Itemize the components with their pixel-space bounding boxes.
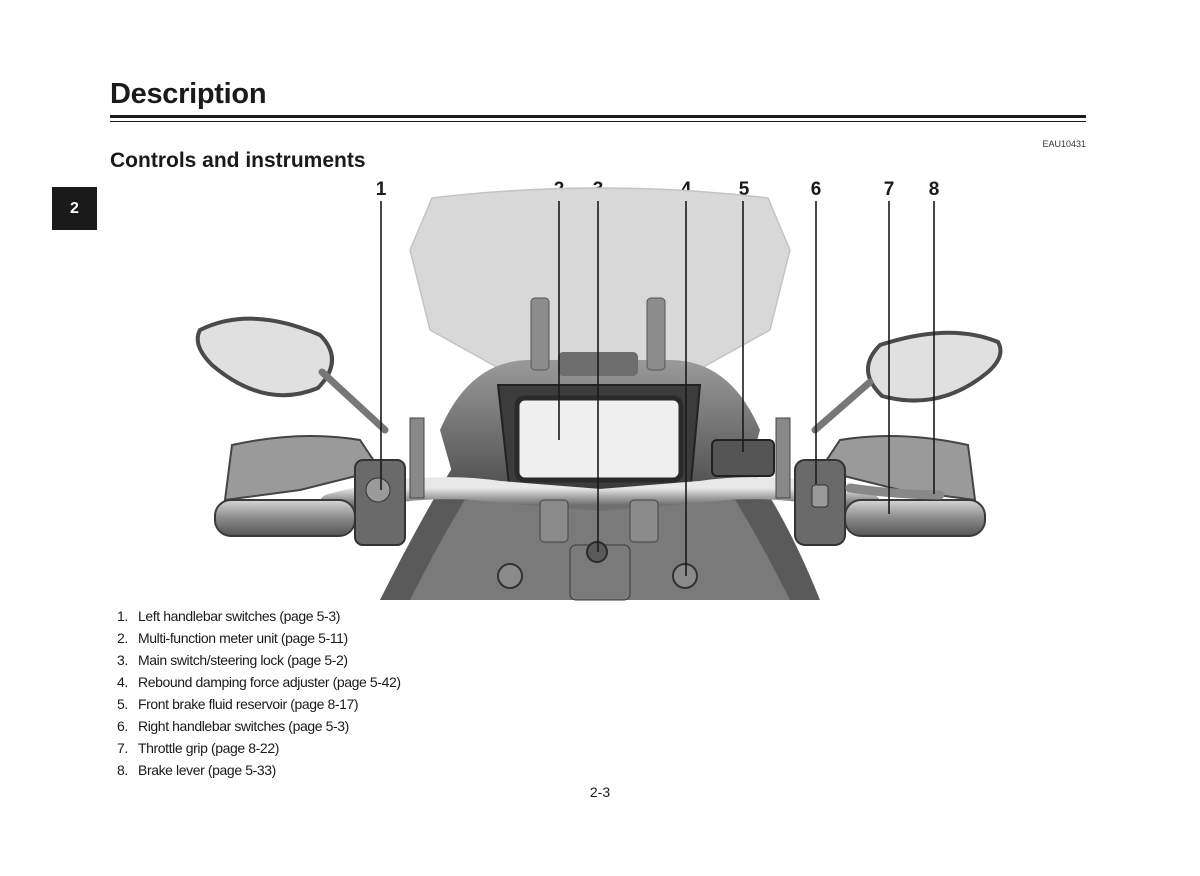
document-code: EAU10431 xyxy=(1042,139,1086,149)
legend-item-text: Main switch/steering lock (page 5-2) xyxy=(138,652,348,668)
title-rule xyxy=(110,115,1086,118)
legend-item-number: 3. xyxy=(117,652,128,668)
callout-1: 1 xyxy=(375,179,387,200)
legend-item-text: Rebound damping force adjuster (page 5-4… xyxy=(138,674,401,690)
legend-item: 5. Front brake fluid reservoir (page 8-17… xyxy=(117,693,401,715)
legend-item-text: Multi-function meter unit (page 5-11) xyxy=(138,630,348,646)
legend-item: 6. Right handlebar switches (page 5-3) xyxy=(117,715,401,737)
legend-item-text: Right handlebar switches (page 5-3) xyxy=(138,718,349,734)
legend-item-number: 6. xyxy=(117,718,128,734)
handlebar-illustration xyxy=(195,187,1003,601)
legend-item: 1. Left handlebar switches (page 5-3) xyxy=(117,605,401,627)
legend-list: 1. Left handlebar switches (page 5-3) 2. M… xyxy=(117,605,401,781)
legend-item-text: Front brake fluid reservoir (page 8-17) xyxy=(138,696,359,712)
chapter-tab: 2 xyxy=(52,187,97,230)
legend-item-text: Brake lever (page 5-33) xyxy=(138,762,276,778)
page-title: Description xyxy=(110,78,267,110)
section-title: Controls and instruments xyxy=(110,149,366,172)
page-number: 2-3 xyxy=(589,784,611,800)
legend-item-number: 5. xyxy=(117,696,128,712)
legend-item: 3. Main switch/steering lock (page 5-2) xyxy=(117,649,401,671)
title-rule-thin xyxy=(110,121,1086,122)
callout-6: 6 xyxy=(810,179,822,200)
callout-4: 4 xyxy=(680,179,692,200)
legend-item-text: Left handlebar switches (page 5-3) xyxy=(138,608,340,624)
legend-item: 8. Brake lever (page 5-33) xyxy=(117,759,401,781)
callout-5: 5 xyxy=(738,179,750,200)
legend-item: 2. Multi-function meter unit (page 5-11) xyxy=(117,627,401,649)
callout-8: 8 xyxy=(928,179,940,200)
legend-item-number: 8. xyxy=(117,762,128,778)
legend-item: 4. Rebound damping force adjuster (page 5… xyxy=(117,671,401,693)
legend-item-number: 7. xyxy=(117,740,128,756)
legend-item-number: 1. xyxy=(117,608,128,624)
legend-item: 7. Throttle grip (page 8-22) xyxy=(117,737,401,759)
legend-item-text: Throttle grip (page 8-22) xyxy=(138,740,279,756)
legend-item-number: 2. xyxy=(117,630,128,646)
callout-7: 7 xyxy=(883,179,895,200)
legend-item-number: 4. xyxy=(117,674,128,690)
